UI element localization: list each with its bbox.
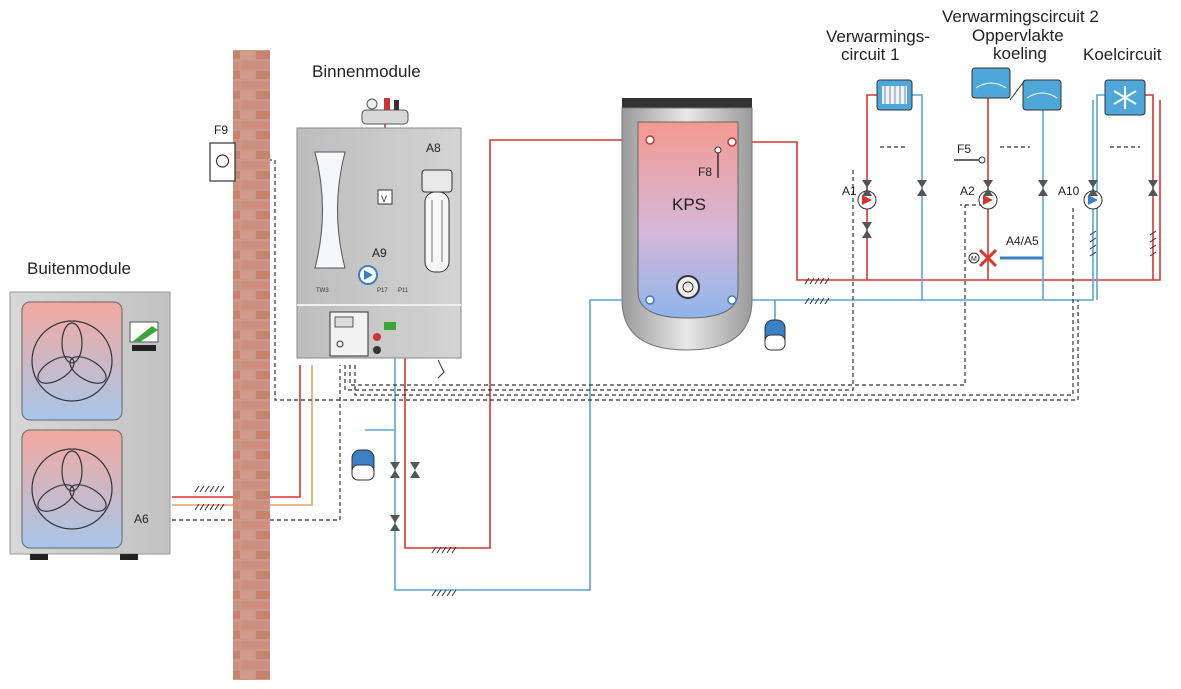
label-v: V [381, 194, 387, 204]
label-tiny-3: P11 [398, 288, 409, 294]
sensor-f9 [209, 142, 236, 182]
label-a8: A8 [426, 141, 441, 155]
label-f5: F5 [957, 142, 971, 156]
label-vc2-line2: Oppervlakte [972, 26, 1064, 45]
pipes [172, 94, 1161, 591]
label-tiny-1: TW3 [316, 288, 329, 294]
sensor-f5 [954, 156, 986, 164]
label-vc2-line3: koeling [993, 44, 1047, 63]
cooling-snowflake-icon [1104, 79, 1146, 116]
brick-wall [233, 50, 270, 680]
safety-group-icon [361, 98, 409, 125]
valves [390, 180, 1158, 531]
label-a1: A1 [842, 184, 857, 198]
label-f8: F8 [698, 165, 712, 179]
label-a9: A9 [372, 246, 387, 260]
label-vc1-line1: Verwarmings- [826, 27, 930, 46]
floor-heating-icon [971, 67, 1062, 111]
label-a4a5: A4/A5 [1006, 234, 1039, 248]
label-binnenmodule: Binnenmodule [312, 62, 421, 81]
label-vc1-line2: circuit 1 [841, 45, 900, 64]
label-m: M [971, 256, 977, 263]
label-vc2-line1: Verwarmingscircuit 2 [942, 7, 1099, 26]
label-a10: A10 [1058, 184, 1080, 198]
label-koelcircuit: Koelcircuit [1083, 45, 1162, 64]
radiator-icon [876, 79, 913, 111]
label-f9: F9 [214, 123, 228, 137]
label-a2: A2 [960, 184, 975, 198]
label-kps: KPS [672, 195, 706, 214]
flexible-hoses [194, 230, 1157, 597]
controller-panel-icon [329, 311, 369, 357]
valve-v-icon [377, 189, 393, 205]
expansion-vessel-icon [351, 319, 786, 481]
brand-logo-icon [129, 321, 159, 351]
label-tiny-2: P17 [377, 288, 388, 294]
label-buitenmodule: Buitenmodule [27, 259, 131, 278]
circuit-pumps [857, 190, 1103, 268]
vessel-a8 [421, 169, 453, 273]
storage-tank-kps [621, 98, 753, 351]
outdoor-unit [9, 291, 171, 560]
label-a6: A6 [134, 512, 149, 526]
indoor-module [296, 98, 462, 379]
